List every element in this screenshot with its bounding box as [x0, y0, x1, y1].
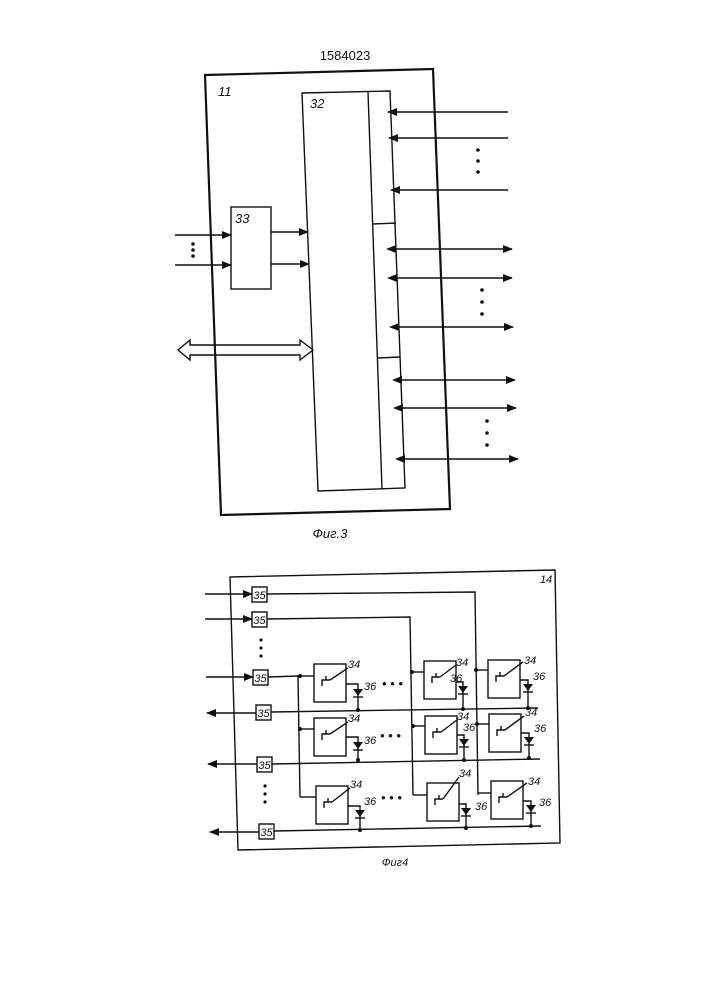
cell-r2-c2: 34 36	[413, 711, 476, 760]
strip-divider-2	[378, 357, 400, 358]
block-32-strip	[368, 92, 382, 489]
svg-text:36: 36	[364, 796, 377, 808]
svg-text:35: 35	[260, 827, 273, 839]
svg-text:35: 35	[258, 760, 271, 772]
svg-text:34: 34	[350, 779, 362, 791]
buffer-35-out-3: 35	[259, 824, 274, 839]
wire-in-3	[268, 676, 300, 797]
cell-r3-c1: 34 36	[300, 779, 377, 830]
svg-text:36: 36	[475, 801, 488, 813]
svg-text:36: 36	[534, 723, 547, 735]
svg-text:36: 36	[364, 681, 377, 693]
ellipsis-r3: • • •	[381, 790, 402, 805]
bus-double-arrow	[178, 340, 313, 360]
fig4-caption: Фиг4	[382, 857, 408, 869]
fig3-caption: Фиг.3	[313, 526, 349, 541]
buffer-35-in-3: 35	[253, 670, 268, 685]
cell-r3-c2: 34 36	[413, 768, 488, 828]
wire-out-3	[274, 826, 541, 831]
svg-text:35: 35	[253, 615, 266, 627]
svg-text:36: 36	[450, 673, 463, 685]
svg-text:34: 34	[348, 713, 360, 725]
ellipsis-r1: • • •	[382, 676, 403, 691]
cell-r1-c3: 34 36	[476, 655, 546, 708]
cell-r3-c3: 34 36	[478, 776, 552, 826]
fig3-diagram: 11 32 33	[175, 69, 518, 541]
patent-number: 1584023	[320, 48, 371, 63]
wire-out-2	[272, 759, 540, 764]
svg-text:36: 36	[364, 735, 377, 747]
ellipsis-r2: • • •	[380, 728, 401, 743]
buffer-35-in-1: 35	[252, 587, 267, 602]
cell-r2-c1: 34 36	[300, 713, 377, 760]
block-14-label: 14	[540, 574, 552, 586]
svg-text:35: 35	[257, 708, 270, 720]
buffer-35-in-2: 35	[252, 612, 267, 627]
cell-r1-c2: 34 36	[412, 657, 468, 709]
svg-text:36: 36	[463, 722, 476, 734]
block-32-frame	[302, 91, 405, 491]
block-11-frame	[205, 69, 450, 515]
svg-text:36: 36	[539, 797, 552, 809]
buffer-35-out-1: 35	[256, 705, 271, 720]
svg-text:34: 34	[459, 768, 471, 780]
svg-text:34: 34	[524, 655, 536, 667]
svg-text:35: 35	[254, 673, 267, 685]
svg-text:35: 35	[253, 590, 266, 602]
svg-text:34: 34	[528, 776, 540, 788]
block-11-label: 11	[218, 84, 232, 99]
block-33-label: 33	[235, 211, 250, 226]
wire-in-2	[267, 617, 413, 795]
svg-text:36: 36	[533, 671, 546, 683]
buffer-35-out-2: 35	[257, 757, 272, 772]
wire-out-1	[271, 708, 538, 712]
svg-text:34: 34	[348, 659, 360, 671]
strip-divider-1	[373, 223, 396, 224]
cell-r2-c3: 34 36	[477, 707, 547, 758]
block-32-label: 32	[310, 96, 325, 111]
svg-text:34: 34	[456, 657, 468, 669]
cell-r1-c1: 34 36	[300, 659, 377, 710]
fig4-diagram: 14 35 35 35 35 35	[205, 570, 560, 869]
